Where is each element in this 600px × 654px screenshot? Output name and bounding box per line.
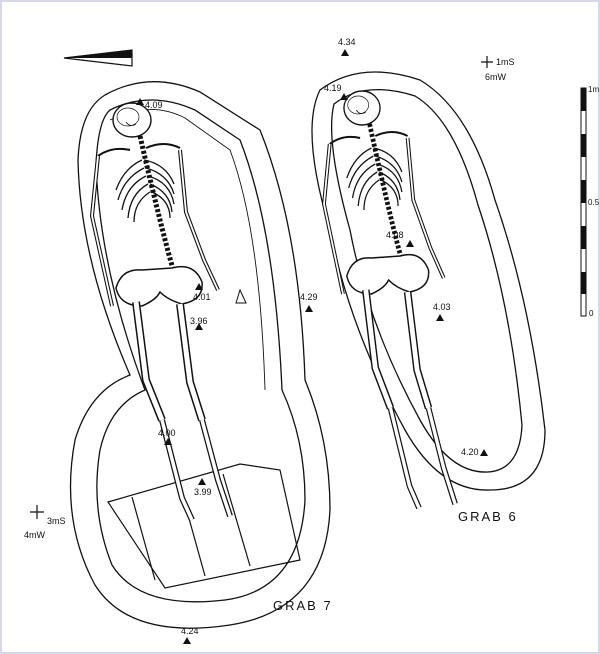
grab-6-elevation-1: 4.34 (338, 37, 356, 47)
elevation-marker-icon (195, 283, 203, 290)
grab-7-elevation-6: 4.24 (181, 626, 199, 636)
north-arrow-icon (63, 49, 133, 67)
grab-6-skeleton (324, 91, 455, 508)
elevation-marker-icon (164, 438, 172, 445)
grab-7-skeleton (92, 103, 230, 520)
grab-7-grid-line2: 4mW (24, 530, 46, 540)
grab-6-title: GRAB 6 (458, 509, 518, 524)
grab-6-elevation-2: 4.19 (324, 83, 342, 93)
grab-7-elevation-2: 4.01 (193, 292, 211, 302)
grab-6-grid-line2: 6mW (485, 72, 507, 82)
grab-6-pit (311, 71, 546, 491)
scale-label-bottom: 0 (589, 309, 594, 318)
elevation-marker-icon (436, 314, 444, 321)
grab-7-grid-line1: 3mS (47, 516, 66, 526)
grab-6-elevation-3: 4.08 (386, 230, 404, 240)
grid-cross-icon (30, 505, 44, 519)
grid-cross-icon (481, 56, 493, 68)
grab-6-elevation-4: 4.03 (433, 302, 451, 312)
elevation-marker-icon (136, 98, 144, 105)
grab-7-pit (69, 81, 331, 629)
grab-7-elevation-3: 3.96 (190, 316, 208, 326)
grab-7-title: GRAB 7 (273, 598, 333, 613)
elevation-marker-icon (195, 323, 203, 330)
elevation-marker-icon (340, 93, 348, 100)
scale-label-top: 1m (588, 85, 599, 94)
scale-label-middle: 0.5 (588, 198, 600, 207)
grab-6-elevation-6: 4.29 (300, 292, 318, 302)
elevation-marker-icon (406, 240, 414, 247)
grab-6-elevation-5: 4.20 (461, 447, 479, 457)
grab-7-elevation-5: 3.99 (194, 487, 212, 497)
scale-bar (580, 87, 587, 317)
grab-7-elevation-1: 4.09 (145, 100, 163, 110)
elevation-marker-icon (341, 49, 349, 56)
elevation-marker-icon (480, 449, 488, 456)
elevation-marker-icon (305, 305, 313, 312)
grab-7-elevation-4: 4.00 (158, 428, 176, 438)
grab-6-grid-line1: 1mS (496, 57, 515, 67)
elevation-marker-icon (183, 637, 191, 644)
elevation-marker-icon (198, 478, 206, 485)
